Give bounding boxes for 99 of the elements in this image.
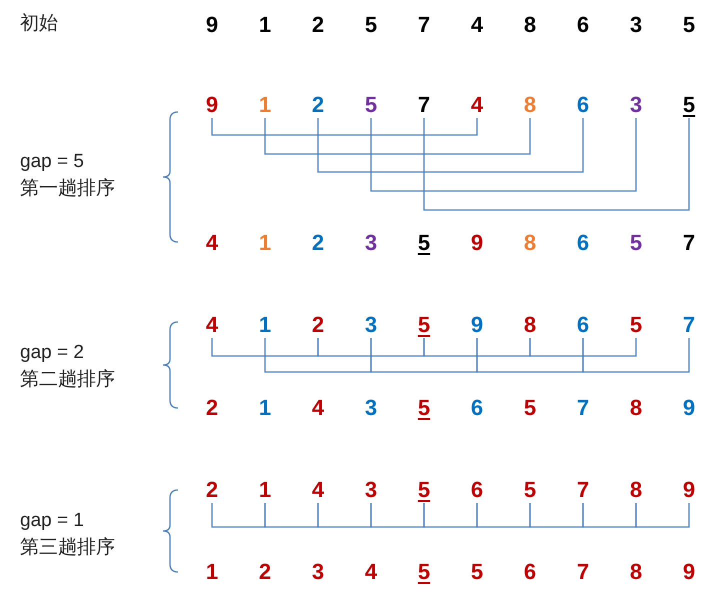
bracket-line xyxy=(423,118,690,211)
row-label: 第一趟排序 xyxy=(20,178,115,200)
bracket-line xyxy=(370,338,478,373)
number: 5 xyxy=(470,559,484,585)
row-label: 初始 xyxy=(20,13,58,35)
bracket-line xyxy=(264,118,531,155)
row-label: gap = 2 xyxy=(20,342,84,364)
bracket-line xyxy=(635,503,690,528)
number: 4 xyxy=(364,559,378,585)
row-label: 第二趟排序 xyxy=(20,369,115,391)
bracket-line xyxy=(529,503,584,528)
row-label: gap = 5 xyxy=(20,151,84,173)
number: 1 xyxy=(258,395,272,421)
number: 7 xyxy=(413,92,435,118)
number: 9 xyxy=(682,395,696,421)
number: 4 xyxy=(310,395,326,421)
bracket-line xyxy=(476,338,584,373)
row-label: 第三趟排序 xyxy=(20,537,115,559)
number: 1 xyxy=(258,230,272,256)
number: 2 xyxy=(310,230,326,256)
number: 9 xyxy=(466,312,488,338)
number: 4 xyxy=(466,92,488,118)
bracket-line xyxy=(423,338,531,357)
number: 5 xyxy=(413,477,435,503)
number: 3 xyxy=(360,312,382,338)
number: 2 xyxy=(310,12,326,38)
bracket-line xyxy=(264,338,372,373)
number: 7 xyxy=(416,12,432,38)
number: 8 xyxy=(522,230,538,256)
number: 5 xyxy=(628,230,644,256)
bracket-line xyxy=(370,503,425,528)
number: 3 xyxy=(364,395,378,421)
number: 7 xyxy=(576,395,590,421)
number: 3 xyxy=(625,92,647,118)
bracket-line xyxy=(317,338,425,357)
number: 4 xyxy=(307,477,329,503)
number: 5 xyxy=(682,12,696,38)
number: 6 xyxy=(572,92,594,118)
number: 2 xyxy=(204,395,220,421)
number: 5 xyxy=(360,92,382,118)
number: 1 xyxy=(254,92,276,118)
bracket-line xyxy=(211,118,478,136)
number: 9 xyxy=(678,477,700,503)
number: 1 xyxy=(254,477,276,503)
bracket-line xyxy=(476,503,531,528)
number: 6 xyxy=(466,477,488,503)
number: 1 xyxy=(254,312,276,338)
bracket-line xyxy=(582,503,637,528)
number: 9 xyxy=(682,559,696,585)
bracket-line xyxy=(423,503,478,528)
bracket-line xyxy=(317,118,584,173)
number: 5 xyxy=(625,312,647,338)
number: 8 xyxy=(628,559,644,585)
number: 8 xyxy=(522,12,538,38)
number: 7 xyxy=(678,312,700,338)
number: 8 xyxy=(519,312,541,338)
bracket-line xyxy=(370,118,637,192)
number: 8 xyxy=(519,92,541,118)
number: 5 xyxy=(416,230,432,256)
bracket-line xyxy=(211,338,319,357)
number: 8 xyxy=(625,477,647,503)
number: 5 xyxy=(364,12,378,38)
bracket-line xyxy=(582,338,690,373)
number: 5 xyxy=(678,92,700,118)
number: 7 xyxy=(682,230,696,256)
bracket-line xyxy=(264,503,319,528)
number: 5 xyxy=(519,477,541,503)
number: 1 xyxy=(258,12,272,38)
number: 6 xyxy=(576,230,590,256)
number: 6 xyxy=(576,12,590,38)
number: 5 xyxy=(416,395,432,421)
number: 6 xyxy=(522,559,538,585)
number: 5 xyxy=(522,395,538,421)
number: 6 xyxy=(572,312,594,338)
number: 2 xyxy=(307,92,329,118)
number: 5 xyxy=(416,559,432,585)
number: 4 xyxy=(470,12,484,38)
bracket-line xyxy=(529,338,637,357)
number: 9 xyxy=(201,92,223,118)
number: 9 xyxy=(204,12,220,38)
number: 3 xyxy=(360,477,382,503)
number: 7 xyxy=(576,559,590,585)
number: 9 xyxy=(470,230,484,256)
number: 4 xyxy=(204,230,220,256)
number: 2 xyxy=(258,559,272,585)
bracket-line xyxy=(317,503,372,528)
number: 3 xyxy=(310,559,326,585)
number: 8 xyxy=(628,395,644,421)
number: 2 xyxy=(307,312,329,338)
number: 3 xyxy=(628,12,644,38)
number: 2 xyxy=(201,477,223,503)
row-label: gap = 1 xyxy=(20,510,84,532)
bracket-line xyxy=(211,503,266,528)
number: 1 xyxy=(204,559,220,585)
number: 3 xyxy=(364,230,378,256)
number: 5 xyxy=(413,312,435,338)
number: 6 xyxy=(470,395,484,421)
number: 4 xyxy=(201,312,223,338)
number: 7 xyxy=(572,477,594,503)
